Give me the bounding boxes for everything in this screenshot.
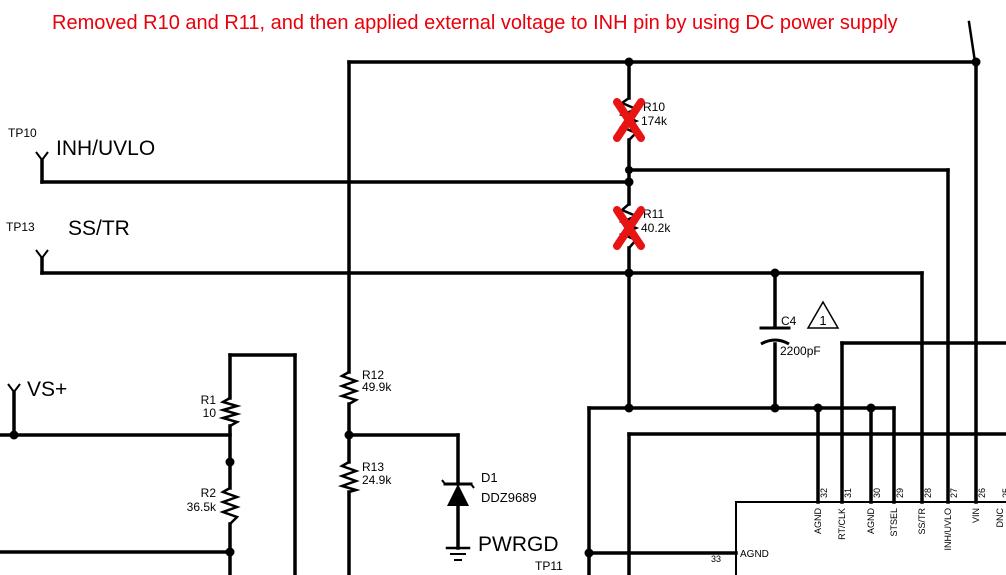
r1-ref: R1 — [201, 393, 217, 407]
d1-value: DDZ9689 — [481, 490, 537, 505]
ic-pin-name: STSEL — [889, 508, 899, 537]
ic-pin-name: AGND — [813, 508, 823, 535]
zener-diode-d1: D1 DDZ9689 — [441, 470, 537, 561]
testpoint-tp11: PWRGD TP11 — [478, 533, 563, 573]
annotation-pointer — [967, 20, 977, 64]
ic-pin-name: DNC — [995, 508, 1005, 528]
ic-pin-name: RT/CLK — [837, 508, 847, 540]
removed-x-mark-r11 — [613, 206, 645, 250]
note-triangle-icon — [806, 300, 840, 329]
resistor-r11: R11 40.2k — [613, 203, 671, 250]
ic-pin-name: VIN — [971, 508, 981, 523]
annotation-text: Removed R10 and R11, and then applied ex… — [52, 12, 898, 34]
r13-value: 24.9k — [362, 473, 392, 487]
ic-pin-number: 27 — [949, 488, 959, 498]
testpoint-tp13: TP13 SS/TR — [6, 217, 130, 260]
removed-x-mark-r10 — [613, 98, 645, 142]
ic-pin-number: 30 — [872, 488, 882, 498]
resistor-r1: R1 10 — [201, 393, 242, 428]
c4-ref: C4 — [781, 314, 797, 328]
resistor-r2: R2 36.5k — [187, 486, 241, 525]
tp13-label: SS/TR — [68, 217, 130, 240]
capacitor-c4: C4 2200pF 1 — [759, 300, 840, 358]
resistor-r10: R10 174k — [613, 96, 668, 142]
junctions — [9, 57, 981, 558]
tp11-name: TP11 — [535, 559, 563, 573]
ic-pin-number: 26 — [977, 488, 987, 498]
diode-triangle-icon — [447, 484, 469, 506]
ic-pin-number: 29 — [895, 488, 905, 498]
testpoint-tp10: TP10 INH/UVLO — [8, 126, 155, 162]
r12-ref: R12 — [362, 368, 384, 382]
r13-ref: R13 — [362, 460, 384, 474]
resistor-r13: R13 24.9k — [337, 460, 392, 494]
ic-pin-number: 32 — [819, 488, 829, 498]
r10-ref: R10 — [643, 100, 665, 114]
ic-pin-name: AGND — [866, 508, 876, 535]
r1-value: 10 — [203, 406, 217, 420]
c4-note: 1 — [819, 313, 826, 328]
ic-pin-name: SS/TR — [917, 508, 927, 535]
c4-value: 2200pF — [780, 344, 821, 358]
d1-ref: D1 — [481, 470, 498, 485]
ic-pin-name: INH/UVLO — [943, 508, 953, 551]
tp10-label: INH/UVLO — [56, 137, 155, 160]
r2-value: 36.5k — [187, 500, 217, 514]
wires — [0, 60, 1006, 575]
ic-side-pin-num: 33 — [711, 554, 721, 564]
r12-value: 49.9k — [362, 380, 392, 394]
ic-pin-number: 28 — [923, 488, 933, 498]
ic-pin-number: 31 — [843, 488, 853, 498]
tp13-name: TP13 — [6, 220, 35, 234]
r11-ref: R11 — [643, 207, 664, 221]
testpoint-vs: VS+ — [7, 378, 67, 401]
tp10-name: TP10 — [8, 126, 37, 140]
resistor-r12: R12 49.9k — [337, 368, 392, 406]
ic-pin-number: 25 — [1001, 488, 1006, 498]
r11-value: 40.2k — [641, 221, 671, 235]
r10-value: 174k — [641, 114, 668, 128]
r2-ref: R2 — [201, 486, 217, 500]
vs-label: VS+ — [27, 378, 67, 401]
ground-icon — [445, 546, 471, 561]
tp11-label: PWRGD — [478, 533, 559, 556]
ic-side-pin-name: AGND — [740, 549, 769, 560]
